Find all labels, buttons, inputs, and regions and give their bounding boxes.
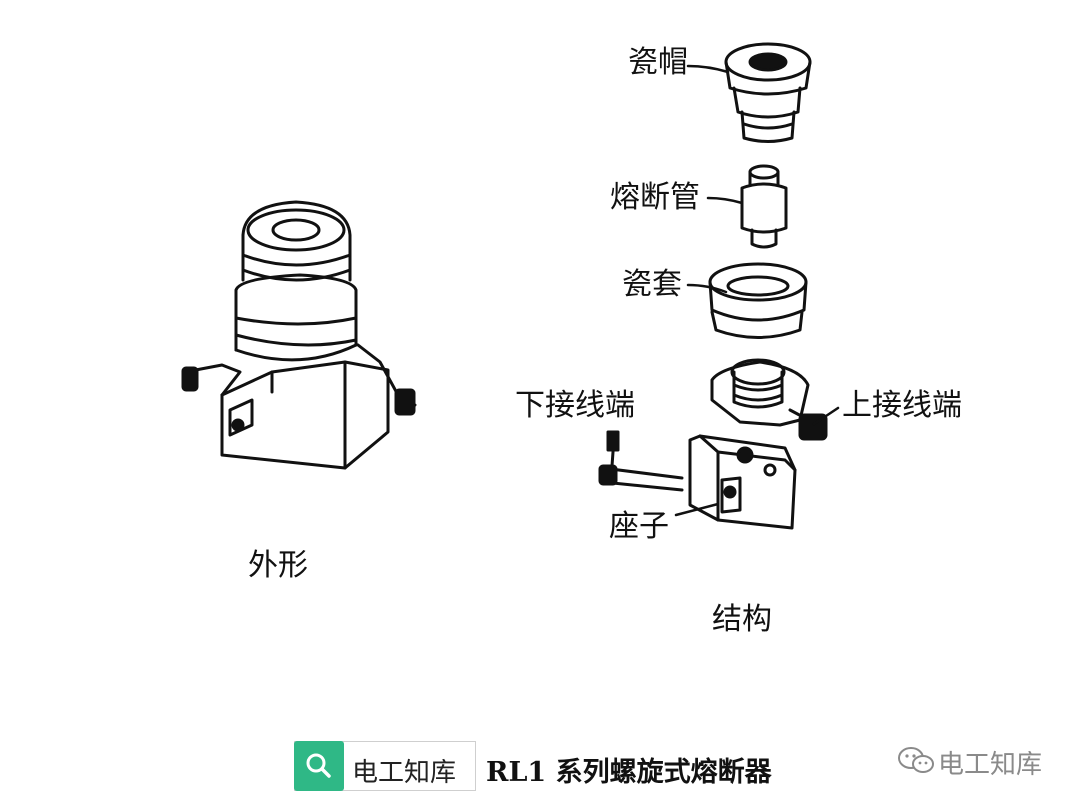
figure-title: RL1 系列螺旋式熔断器 xyxy=(486,757,772,788)
search-icon xyxy=(306,753,331,778)
search-text[interactable]: 电工知库 xyxy=(352,758,457,788)
watermark-text: 电工知库 xyxy=(938,750,1043,780)
exterior-fuse-drawing xyxy=(181,200,417,470)
structure-exploded-drawing xyxy=(598,42,828,530)
label-upper-terminal: 上接线端 xyxy=(842,388,962,423)
label-porcelain-cap: 瓷帽 xyxy=(628,45,688,80)
label-porcelain-sleeve: 瓷套 xyxy=(622,267,682,302)
label-exterior: 外形 xyxy=(248,548,308,583)
leader-lines xyxy=(674,64,840,517)
label-structure: 结构 xyxy=(712,602,772,637)
label-fuse-tube: 熔断管 xyxy=(610,180,700,215)
label-lower-terminal: 下接线端 xyxy=(515,388,635,423)
label-base: 座子 xyxy=(609,509,669,544)
search-button[interactable] xyxy=(294,741,344,791)
wechat-icon xyxy=(898,747,934,773)
